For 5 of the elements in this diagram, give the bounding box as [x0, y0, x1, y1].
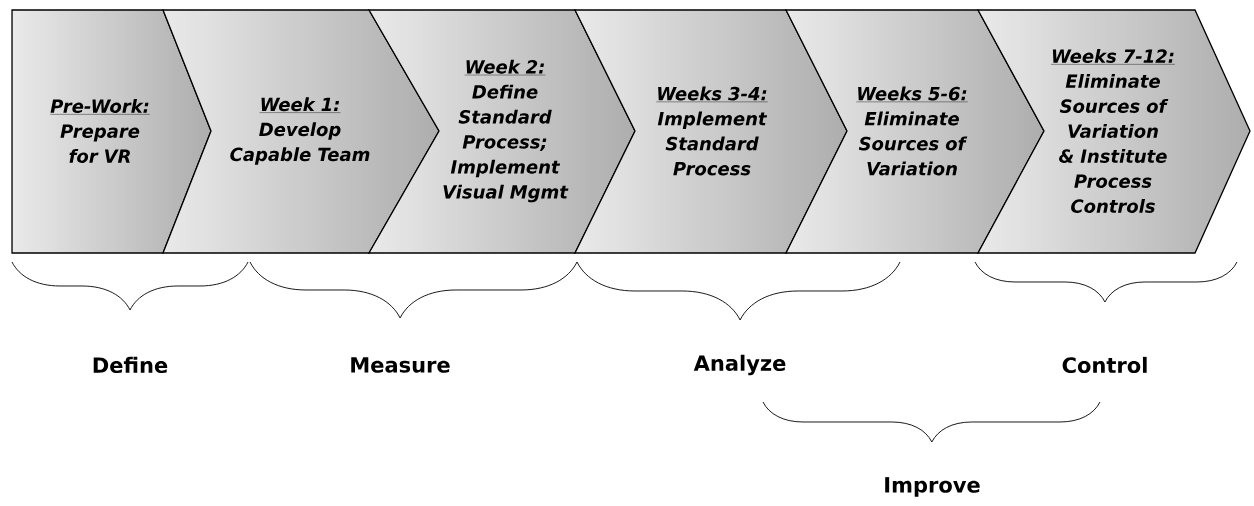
phase-label: Define [93, 356, 168, 374]
phase-label: Measure [351, 357, 450, 373]
phase-label: Improve [885, 477, 980, 497]
phase-label: Control [1062, 356, 1147, 374]
phase-label: Analyze [693, 354, 786, 376]
